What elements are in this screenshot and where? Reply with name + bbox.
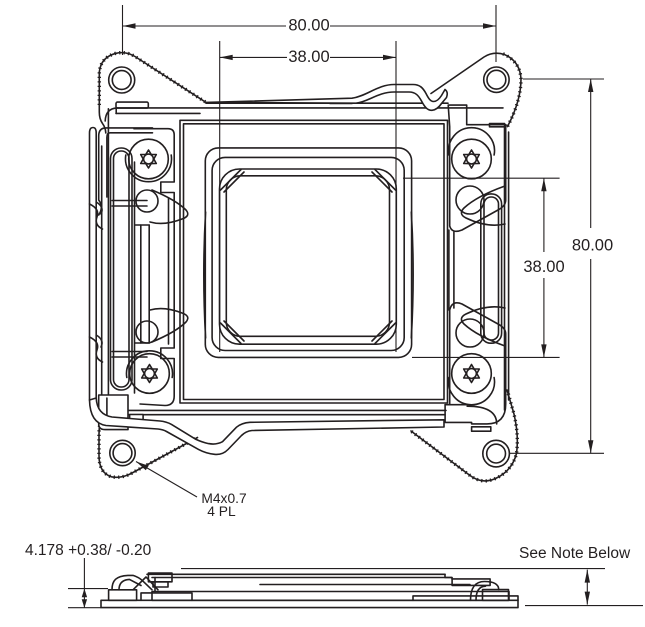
svg-text:4.178 +0.38/ -0.20: 4.178 +0.38/ -0.20 [25, 542, 152, 559]
svg-text:4 PL: 4 PL [207, 504, 236, 519]
svg-text:38.00: 38.00 [288, 48, 329, 66]
svg-text:See Note Below: See Note Below [519, 545, 631, 562]
svg-text:38.00: 38.00 [523, 258, 564, 276]
svg-text:80.00: 80.00 [288, 17, 329, 35]
svg-text:80.00: 80.00 [572, 237, 613, 255]
svg-text:M4x0.7: M4x0.7 [201, 491, 246, 506]
